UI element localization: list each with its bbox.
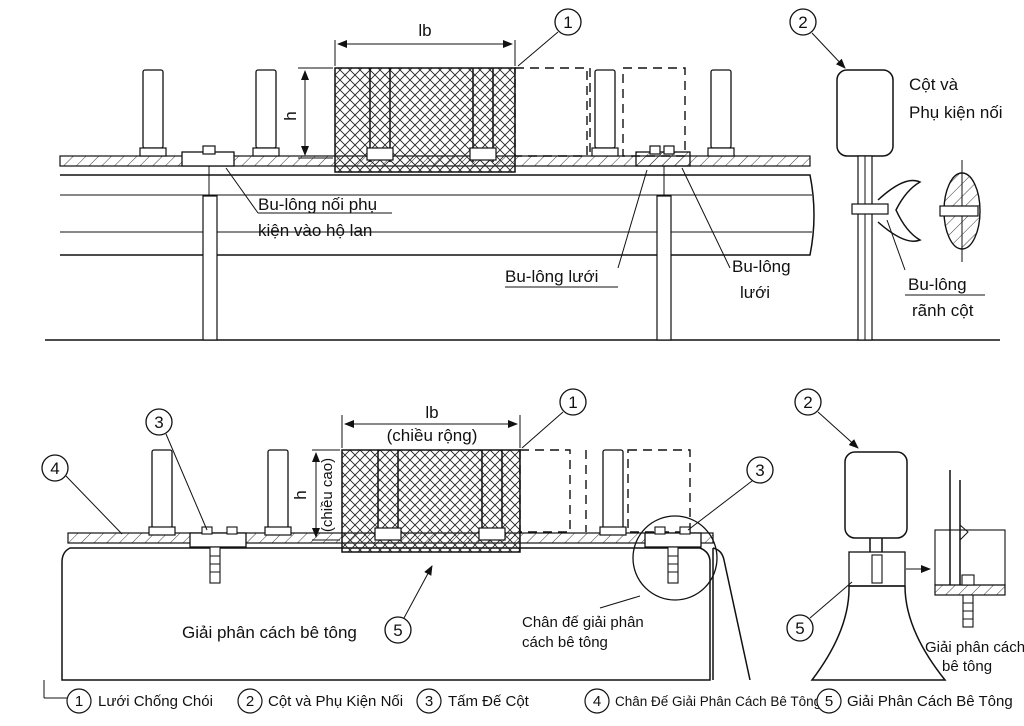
post: [139, 69, 167, 157]
mesh-bolt-plate: [635, 145, 691, 196]
dimension-h-sub: (chiều cao): [319, 458, 336, 532]
connector-bolt-plate: [181, 145, 235, 196]
label-concrete-barrier: Giải phân cách bê tông: [182, 623, 357, 642]
label-mesh-bolt-right-line2: lưới: [740, 283, 770, 302]
legend-text: Cột và Phụ Kiện Nối: [268, 693, 403, 710]
bottom-concrete-barrier-view: lb (chiều rộng) h (chiều cao) 1 3 3 4 5 …: [41, 388, 1024, 681]
label-detail-line1: Giải phân cách: [925, 639, 1024, 656]
callout-4-number: 4: [50, 459, 59, 478]
post: [148, 449, 176, 536]
post: [264, 449, 292, 536]
callout-5: [384, 616, 412, 644]
post: [599, 449, 627, 536]
dimension-lb-label: lb: [425, 403, 438, 422]
label-base-line1: Chân đế giải phân: [522, 614, 644, 631]
top-guardrail-view: lb h 1 Bu-lông nối phụ kiện vào hộ lan B…: [45, 8, 1003, 341]
post: [591, 69, 619, 157]
callout-3-number: 3: [755, 461, 764, 480]
callout-3: [746, 456, 774, 484]
legend-text: Tấm Đế Cột: [448, 693, 530, 710]
legend-item: 4 Chân Đế Giải Phân Cách Bê Tông: [584, 688, 821, 714]
callout-5: [786, 614, 814, 642]
post-base-plate: [644, 526, 702, 584]
label-bolt-connect-line1: Bu-lông nối phụ: [258, 195, 377, 214]
callout-3: [145, 408, 173, 436]
callout-2: [794, 388, 822, 416]
legend-item: 5 Giải Phân Cách Bê Tông: [816, 688, 1013, 714]
legend-item: 2 Cột và Phụ Kiện Nối: [237, 688, 403, 714]
legend-number: 2: [246, 693, 254, 710]
callout-2-number: 2: [798, 13, 807, 32]
post: [707, 69, 735, 157]
callout-3-number: 3: [154, 413, 163, 432]
label-bolt-connect-line2: kiện vào hộ lan: [258, 221, 372, 240]
callout-2-number: 2: [803, 393, 812, 412]
legend-number: 5: [825, 693, 833, 710]
post: [252, 69, 280, 157]
callout-2: [789, 8, 817, 36]
dimension-lb-label: lb: [418, 21, 431, 40]
legend: 1 Lưới Chống Chói 2 Cột và Phụ Kiện Nối …: [43, 680, 1013, 714]
legend-number: 3: [425, 693, 433, 710]
label-groove-bolt-line1: Bu-lông: [908, 275, 967, 294]
legend-number: 1: [75, 693, 83, 710]
legend-item: 3 Tấm Đế Cột: [416, 688, 530, 714]
anti-glare-mesh-panel: [341, 449, 521, 553]
dimension-lb-sub: (chiều rộng): [387, 426, 478, 445]
callout-1-number: 1: [568, 393, 577, 412]
label-detail-line2: bê tông: [942, 658, 992, 675]
label-mesh-bolt-right-line1: Bu-lông: [732, 257, 791, 276]
post-head: [844, 451, 908, 539]
detail-circle: [632, 515, 718, 601]
callout-1: [554, 8, 582, 36]
anti-glare-mesh-panel: [334, 67, 516, 173]
callout-5-number: 5: [393, 621, 402, 640]
callout-4: [41, 454, 69, 482]
label-base-line2: cách bê tông: [522, 634, 608, 651]
legend-item: 1 Lưới Chống Chói: [66, 688, 213, 714]
post-head: [836, 69, 894, 157]
post-base-plate: [189, 526, 247, 584]
legend-number: 4: [593, 693, 601, 710]
legend-text: Chân Đế Giải Phân Cách Bê Tông: [615, 694, 821, 709]
label-mesh-bolt-left: Bu-lông lưới: [505, 267, 598, 286]
callout-1: [559, 388, 587, 416]
label-groove-bolt-line2: rãnh cột: [912, 301, 974, 320]
label-post-line2: Phụ kiện nối: [909, 103, 1003, 122]
callout-5-number: 5: [795, 619, 804, 638]
legend-text: Lưới Chống Chói: [98, 693, 213, 710]
legend-text: Giải Phân Cách Bê Tông: [847, 693, 1013, 710]
dimension-h-label: h: [281, 111, 300, 120]
dimension-h-label: h: [291, 490, 310, 499]
callout-1-number: 1: [563, 13, 572, 32]
label-post-line1: Cột và: [909, 75, 959, 94]
